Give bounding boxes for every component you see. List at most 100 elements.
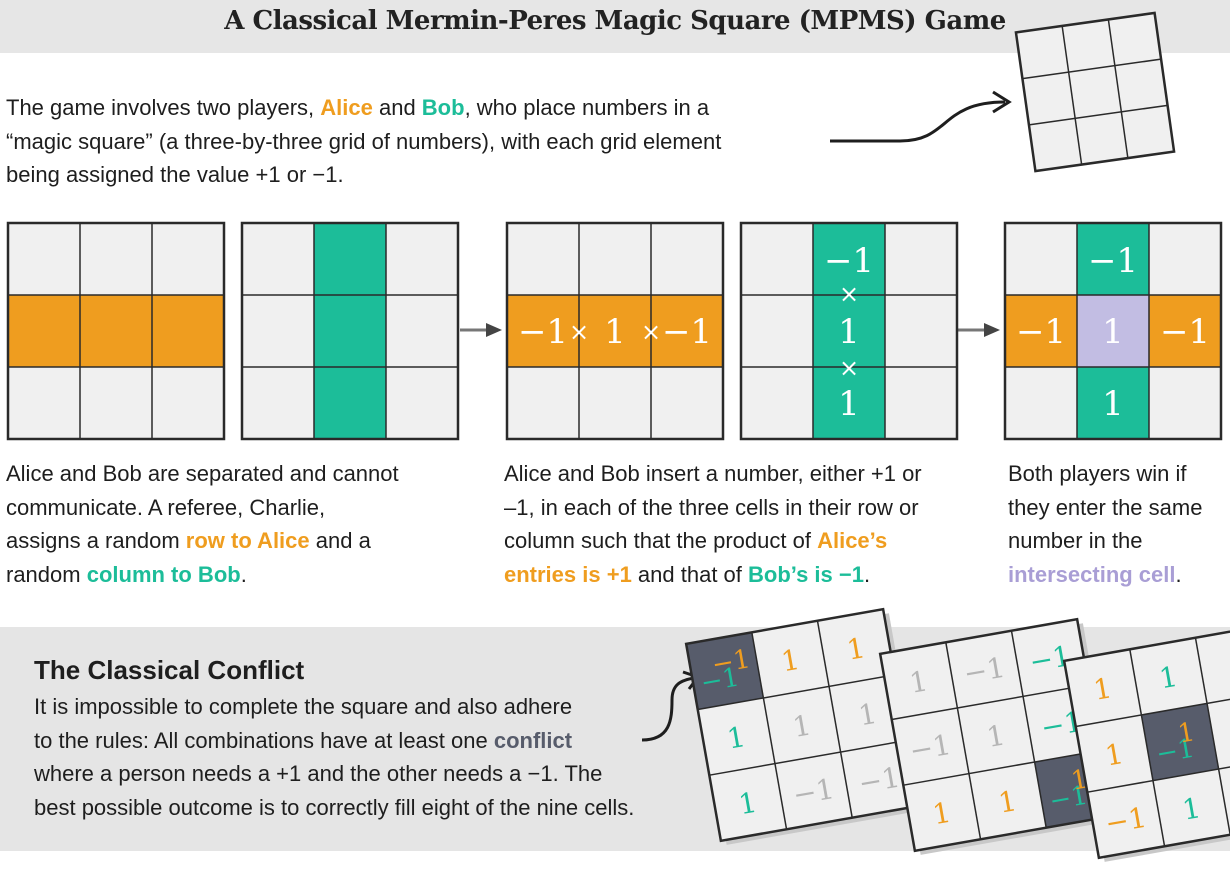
grid-cell: [1062, 19, 1115, 73]
grid-line: [1010, 630, 1047, 828]
grid-line: [709, 739, 907, 776]
bob-column-value: 1: [838, 384, 860, 424]
intro-before: The game involves two players,: [6, 95, 321, 120]
grid-cell: [1015, 25, 1069, 79]
grid-cell: [1121, 105, 1175, 159]
grid-cell: [813, 295, 885, 367]
grid-border: [1014, 11, 1176, 173]
grid-line: [1075, 691, 1230, 728]
grid-cell: [1077, 223, 1149, 295]
grid-cell: [1149, 367, 1221, 439]
cell-value: −1: [961, 651, 1007, 691]
grid-cell: [1087, 780, 1165, 858]
intersection-grid: [1003, 221, 1223, 441]
cell-value: 1: [736, 786, 759, 822]
step2-line3-before: column such that the product of: [504, 528, 818, 553]
conflict-cell-value: 1: [1176, 717, 1198, 749]
grid-cell: [1152, 769, 1230, 847]
intro-arrow-line: [830, 100, 1006, 143]
result-column-value: 1: [1102, 384, 1124, 424]
grid-cell: [80, 295, 152, 367]
conflict-title: The Classical Conflict: [34, 655, 305, 685]
times-symbol: ×: [839, 280, 859, 308]
cell-value: 1: [779, 643, 802, 679]
grid-cell: [751, 620, 830, 698]
grid-cell: [903, 773, 981, 851]
conflict-line3: where a person needs a +1 and the other …: [34, 761, 603, 786]
conflict-cell-value: −1: [1047, 781, 1090, 817]
step1-line2: communicate. A referee, Charlie,: [6, 494, 326, 520]
grid-cell: [891, 707, 969, 786]
grid-cell: [885, 223, 957, 295]
alice-filled-row-grid: [505, 221, 725, 441]
cell-value: 1: [930, 796, 953, 832]
grid-border: [1003, 221, 1223, 441]
grid-cell: [813, 223, 885, 295]
step3-line3: number in the: [1008, 528, 1143, 553]
grid-cell: [8, 367, 80, 439]
intro-and: and: [372, 95, 422, 120]
intro-line3: being assigned the value +1 or −1.: [6, 162, 344, 187]
grid-cell: [1064, 649, 1142, 727]
grid-cell: [1108, 12, 1162, 66]
result-row-value: −1: [1160, 312, 1210, 352]
grid-cell: [314, 223, 386, 295]
grid-cell: [386, 223, 458, 295]
conflict-line2-before: to the rules: All combinations have at l…: [34, 727, 494, 753]
grid-cell: [1028, 118, 1082, 172]
grid-cell: [1068, 65, 1122, 119]
grid-cell: [1149, 223, 1221, 295]
grid-cell: [242, 223, 314, 295]
grid-cell: [1077, 367, 1149, 439]
grid-border: [6, 221, 226, 441]
grid-border: [1062, 624, 1230, 860]
example-grid: [1014, 11, 1176, 173]
step1-line4-before: random: [6, 561, 87, 587]
grid-cell: [709, 763, 787, 841]
grid-cell: [880, 642, 958, 720]
grid-cell: [8, 295, 80, 367]
grid-line: [1028, 104, 1168, 126]
grid-cell: [968, 762, 1047, 840]
grid-cell: [579, 223, 651, 295]
grid-cell: [1077, 295, 1149, 367]
step1-line3-after: and a: [309, 528, 371, 553]
cell-value: 1: [790, 708, 813, 744]
grid-cell: [741, 367, 813, 439]
intersecting-cell-label: intersecting cell: [1008, 561, 1176, 587]
conflict-cell-value: −1: [710, 644, 753, 680]
bob-filled-column-grid: [739, 221, 959, 441]
cell-value: 1: [725, 720, 748, 756]
conflict-cell-value: −1: [699, 662, 742, 698]
step3-line2: they enter the same: [1008, 494, 1203, 520]
grid-cell: [242, 295, 314, 367]
step2-line4-mid: and that of: [631, 561, 749, 587]
grid-cell: [1207, 691, 1230, 770]
grid-cell: [651, 295, 723, 367]
alice-row-value: 1: [604, 312, 626, 352]
grid-line: [697, 674, 895, 711]
grid-border: [505, 221, 725, 441]
intro-text: The game involves two players, Alice and…: [6, 91, 721, 192]
grid-cell: [1022, 72, 1076, 125]
conflict-text: It is impossible to complete the square …: [34, 690, 634, 824]
grid-cell: [741, 223, 813, 295]
example-magic-square: [1014, 11, 1176, 173]
grid-cell: [945, 630, 1024, 708]
grid-cell: [579, 367, 651, 439]
alice-entries-rule: entries is +1: [504, 561, 632, 587]
grid-line: [1107, 19, 1129, 159]
cell-value: 1: [1103, 737, 1126, 773]
grid-cell: [741, 295, 813, 367]
times-symbol: ×: [641, 318, 661, 346]
grid-cell: [885, 367, 957, 439]
grid-cell: [579, 295, 651, 367]
grid-cell: [80, 367, 152, 439]
times-symbol: ×: [839, 354, 859, 382]
step1-line4-after: .: [240, 561, 247, 587]
result-column-value: −1: [1088, 241, 1138, 281]
grid-cell: [697, 697, 775, 776]
